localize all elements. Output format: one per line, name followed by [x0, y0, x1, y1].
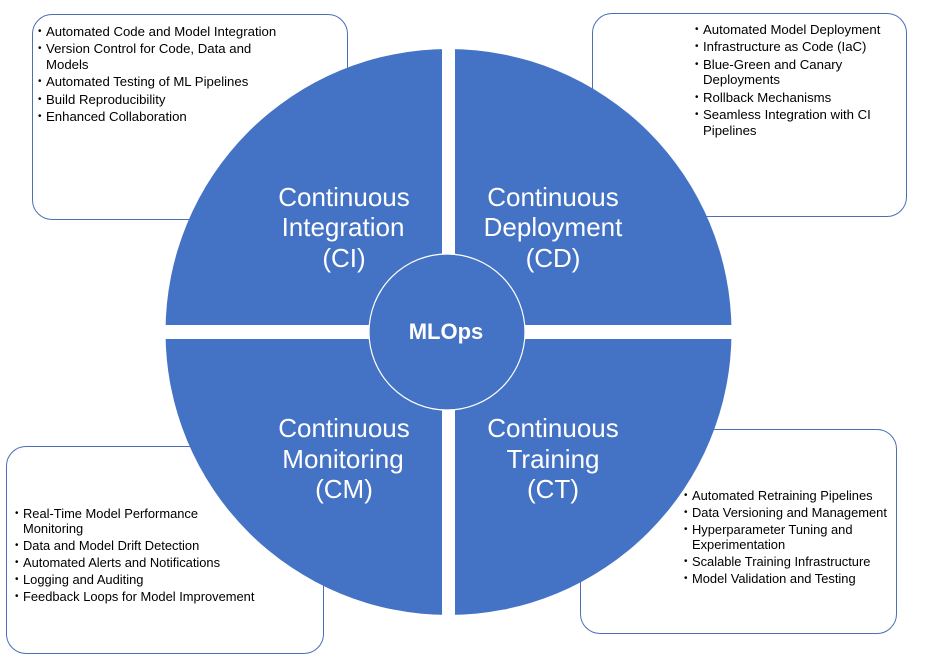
cd-title-line: (CD)	[526, 243, 581, 273]
ci-feature-item: Enhanced Collaboration	[38, 109, 288, 125]
cm-feature-list: Real-Time Model Performance Monitoring D…	[15, 506, 255, 606]
ci-feature-item: Automated Testing of ML Pipelines	[38, 74, 288, 90]
cd-callout-box: Automated Model Deployment Infrastructur…	[592, 13, 907, 217]
ci-title-line: (CI)	[322, 243, 365, 273]
cd-feature-list: Automated Model Deployment Infrastructur…	[695, 22, 900, 140]
ci-feature-item: Automated Code and Model Integration	[38, 24, 288, 40]
ct-feature-item: Automated Retraining Pipelines	[684, 488, 894, 504]
cd-feature-item: Rollback Mechanisms	[695, 90, 900, 106]
ci-title-line: Integration	[282, 212, 405, 242]
ci-feature-item: Version Control for Code, Data and Model…	[38, 41, 288, 72]
ci-title-line: Continuous	[278, 182, 410, 212]
cd-title-line: Deployment	[484, 212, 624, 242]
cd-title-line: Continuous	[487, 182, 619, 212]
cm-feature-item: Logging and Auditing	[15, 572, 255, 588]
cd-feature-item: Blue-Green and Canary Deployments	[695, 57, 900, 88]
cm-title-line: Continuous	[278, 413, 410, 443]
cd-feature-item: Automated Model Deployment	[695, 22, 900, 38]
ct-feature-list: Automated Retraining Pipelines Data Vers…	[684, 488, 894, 588]
ct-title-line: Continuous	[487, 413, 619, 443]
ct-feature-item: Hyperparameter Tuning and Experimentatio…	[684, 522, 894, 553]
cd-feature-item: Seamless Integration with CI Pipelines	[695, 107, 900, 138]
cm-title-line: Monitoring	[282, 444, 403, 474]
cm-feature-item: Automated Alerts and Notifications	[15, 555, 255, 571]
ct-feature-item: Data Versioning and Management	[684, 505, 894, 521]
cm-callout-box: Real-Time Model Performance Monitoring D…	[6, 446, 324, 654]
ci-feature-list: Automated Code and Model Integration Ver…	[38, 24, 288, 127]
cm-feature-item: Data and Model Drift Detection	[15, 538, 255, 554]
ct-feature-item: Scalable Training Infrastructure	[684, 554, 894, 570]
ct-title-line: (CT)	[527, 474, 579, 504]
ct-feature-item: Model Validation and Testing	[684, 571, 894, 587]
mlops-center-hub	[368, 253, 526, 411]
cm-title-line: (CM)	[315, 474, 373, 504]
cm-feature-item: Feedback Loops for Model Improvement	[15, 589, 255, 605]
center-label: MLOps	[409, 319, 484, 344]
ct-title-line: Training	[507, 444, 600, 474]
cm-feature-item: Real-Time Model Performance Monitoring	[15, 506, 255, 537]
cd-feature-item: Infrastructure as Code (IaC)	[695, 39, 900, 55]
ci-feature-item: Build Reproducibility	[38, 92, 288, 108]
